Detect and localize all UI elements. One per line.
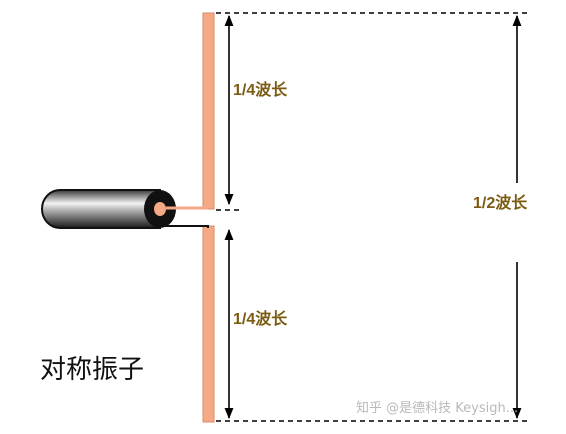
feed-wire-lower (160, 225, 209, 228)
lower-dipole-element (202, 225, 215, 423)
half-wavelength-label: 1/2波长 (473, 193, 528, 212)
watermark-text: 知乎 @是德科技 Keysigh... (356, 400, 518, 416)
lower-quarter-wavelength-label: 1/4波长 (233, 309, 288, 328)
upper-dipole-element (202, 12, 215, 210)
upper-quarter-wavelength-label: 1/4波长 (233, 80, 288, 99)
feed-wire-upper (166, 205, 208, 210)
dipole-title: 对称振子 (40, 355, 144, 385)
coaxial-cable-icon (41, 189, 209, 229)
